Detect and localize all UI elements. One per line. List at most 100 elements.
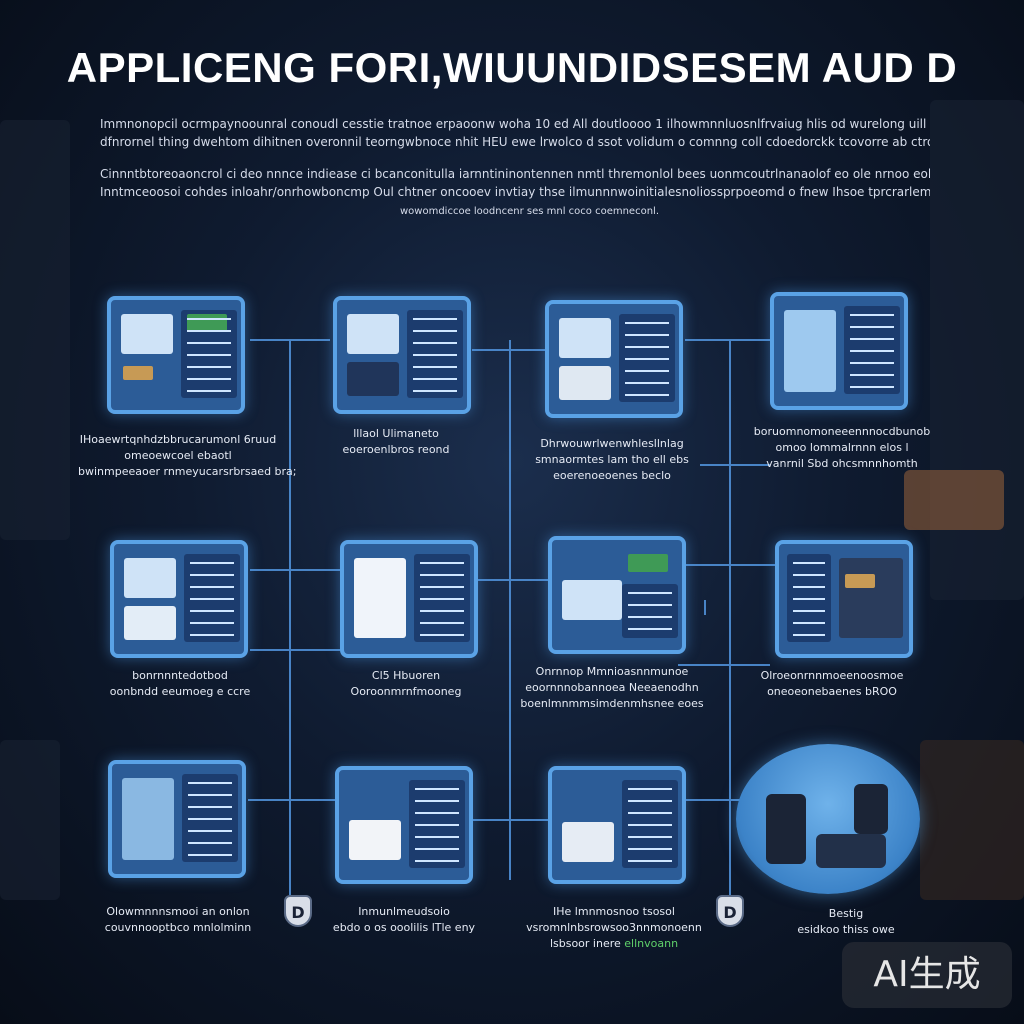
module-card-r1c1[interactable] (107, 296, 245, 414)
text-line (190, 610, 234, 612)
module-card-r2c1[interactable] (110, 540, 248, 658)
text-line (187, 354, 231, 356)
text-line (793, 634, 825, 636)
text-line (850, 386, 894, 388)
text-line (420, 574, 464, 576)
window-thumbnail (124, 558, 176, 598)
text-line (413, 366, 457, 368)
module-card-r1c3[interactable] (545, 300, 683, 418)
text-line (625, 358, 669, 360)
text-line (625, 394, 669, 396)
text-line (188, 842, 232, 844)
list-thumbnail (124, 606, 176, 640)
text-line (628, 824, 672, 826)
text-line (187, 330, 231, 332)
text-line (413, 342, 457, 344)
text-line (628, 800, 672, 802)
person-thumbnail (122, 778, 174, 860)
person-figure-2 (854, 784, 888, 834)
caption-r1c2: lllaol Ulimanetoeoeroenlbros reond (296, 426, 496, 458)
text-line (628, 592, 672, 594)
caption-r1c1: IHoaewrtqnhdzbbrucarumonl 6ruudomeoewcoe… (78, 432, 278, 480)
text-line (625, 334, 669, 336)
text-line (850, 314, 894, 316)
text-line (793, 622, 825, 624)
text-line (625, 382, 669, 384)
image-thumbnail (559, 366, 611, 400)
text-line (415, 824, 459, 826)
text-line (413, 354, 457, 356)
text-line (628, 848, 672, 850)
text-line (628, 836, 672, 838)
text-line (188, 830, 232, 832)
text-line (415, 800, 459, 802)
text-line (850, 362, 894, 364)
text-line (420, 598, 464, 600)
text-line (793, 610, 825, 612)
caption-r2c2: Cl5 HbuorenOoroonmrnfmooneg (306, 668, 506, 700)
status-chip (628, 554, 668, 572)
text-line (793, 586, 825, 588)
chart-thumbnail (349, 820, 401, 860)
text-line (190, 586, 234, 588)
text-line (187, 378, 231, 380)
text-line (413, 330, 457, 332)
text-line (850, 338, 894, 340)
laptop-figure (816, 834, 886, 868)
caption-highlight: ellnvoann (624, 937, 678, 950)
text-line (190, 634, 234, 636)
text-line (625, 370, 669, 372)
text-line (188, 782, 232, 784)
text-line (190, 622, 234, 624)
document-thumbnail (354, 558, 406, 638)
list-thumbnail (347, 362, 399, 396)
text-line (188, 818, 232, 820)
text-line (190, 574, 234, 576)
module-card-r2c4[interactable] (775, 540, 913, 658)
person-thumbnail (784, 310, 836, 392)
text-line (850, 374, 894, 376)
text-line (188, 794, 232, 796)
text-line (625, 346, 669, 348)
text-line (850, 326, 894, 328)
window-thumbnail (559, 318, 611, 358)
module-card-r3c1[interactable] (108, 760, 246, 878)
module-card-r2c3[interactable] (548, 536, 686, 654)
text-line (625, 322, 669, 324)
device-accent (845, 574, 875, 588)
module-card-r3c3[interactable] (548, 766, 686, 884)
text-line (188, 806, 232, 808)
text-line (415, 812, 459, 814)
text-line (420, 562, 464, 564)
module-card-r3c2[interactable] (335, 766, 473, 884)
module-card-r1c2[interactable] (333, 296, 471, 414)
text-line (628, 812, 672, 814)
text-line (793, 562, 825, 564)
text-line (420, 610, 464, 612)
module-card-r1c4[interactable] (770, 292, 908, 410)
person-figure (766, 794, 806, 864)
text-line (187, 318, 231, 320)
window-thumbnail (347, 314, 399, 354)
text-line (420, 586, 464, 588)
text-line (187, 342, 231, 344)
dialog-thumbnail (562, 580, 622, 620)
window-thumbnail (121, 314, 173, 354)
text-line (413, 318, 457, 320)
text-line (415, 848, 459, 850)
text-line (413, 390, 457, 392)
text-line (190, 598, 234, 600)
text-line (190, 562, 234, 564)
text-line (420, 622, 464, 624)
text-line (793, 574, 825, 576)
text-line (415, 788, 459, 790)
module-card-r2c2[interactable] (340, 540, 478, 658)
device-thumbnail (839, 558, 903, 638)
endpoint-badge-right[interactable]: D (716, 895, 744, 927)
text-line (628, 628, 672, 630)
